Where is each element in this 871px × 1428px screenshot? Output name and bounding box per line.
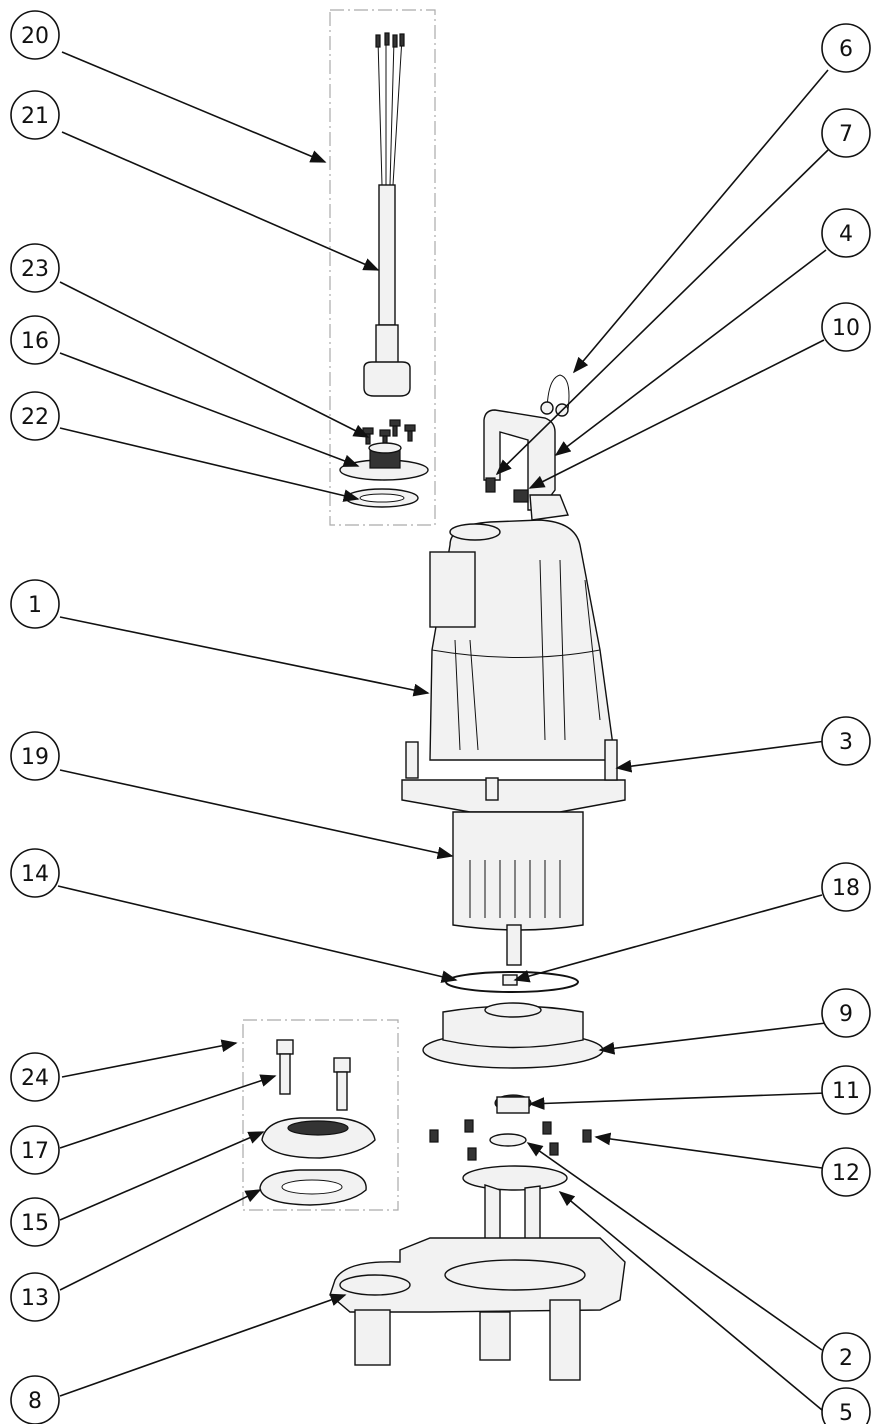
callout-5: 5 <box>821 1387 871 1428</box>
volute-screws <box>429 1119 592 1161</box>
callout-4: 4 <box>821 208 871 258</box>
callout-circle <box>821 302 871 352</box>
shackle <box>540 374 570 417</box>
callout-number: 11 <box>832 1079 860 1104</box>
callout-7: 7 <box>821 108 871 158</box>
callout-16: 16 <box>10 315 60 365</box>
discharge-flange <box>261 1117 376 1159</box>
callout-19: 19 <box>10 731 60 781</box>
callout-12: 12 <box>821 1147 871 1197</box>
callout-circle <box>821 988 871 1038</box>
callout-circle <box>821 108 871 158</box>
callout-circle <box>10 10 60 60</box>
callout-circle <box>10 1125 60 1175</box>
volute <box>329 1237 626 1381</box>
callout-number: 14 <box>21 862 49 887</box>
callout-number: 9 <box>839 1002 853 1027</box>
impeller-key <box>502 974 518 986</box>
handle-nut <box>513 489 529 503</box>
callout-18: 18 <box>821 862 871 912</box>
callout-number: 16 <box>21 329 49 354</box>
lifting-handle <box>483 409 569 521</box>
callout-number: 2 <box>839 1346 853 1371</box>
callout-6: 6 <box>821 23 871 73</box>
callout-number: 7 <box>839 122 853 147</box>
callout-number: 23 <box>21 257 49 282</box>
callout-13: 13 <box>10 1272 60 1322</box>
callout-circle <box>10 391 60 441</box>
handle-bolt <box>485 477 496 493</box>
callout-circle <box>821 716 871 766</box>
cable-kit-box <box>329 9 436 526</box>
callout-circle <box>821 1147 871 1197</box>
callout-number: 5 <box>839 1401 853 1424</box>
shaft-seal <box>494 1094 532 1114</box>
cable-cover-plate <box>339 442 429 481</box>
callout-number: 22 <box>21 405 49 430</box>
callout-circle <box>821 1387 871 1428</box>
callout-2: 2 <box>821 1332 871 1382</box>
callout-11: 11 <box>821 1065 871 1115</box>
cable-wires <box>375 32 405 186</box>
callout-number: 3 <box>839 730 853 755</box>
callout-number: 24 <box>21 1066 49 1091</box>
callout-circle <box>821 862 871 912</box>
callout-3: 3 <box>821 716 871 766</box>
flange-kit-box <box>242 1019 399 1211</box>
callout-circle <box>10 1197 60 1247</box>
motor-flange <box>401 739 626 813</box>
callout-circle <box>10 1272 60 1322</box>
callout-circle <box>821 1065 871 1115</box>
callout-circle <box>821 208 871 258</box>
stator <box>452 811 584 966</box>
callout-number: 19 <box>21 745 49 770</box>
callout-21: 21 <box>10 90 60 140</box>
impeller <box>462 1165 568 1251</box>
callout-23: 23 <box>10 243 60 293</box>
callout-number: 15 <box>21 1211 49 1236</box>
callout-number: 13 <box>21 1286 49 1311</box>
callout-number: 1 <box>28 593 42 618</box>
callout-circle <box>10 1052 60 1102</box>
power-cable <box>363 184 411 397</box>
callout-circle <box>821 23 871 73</box>
callout-22: 22 <box>10 391 60 441</box>
callout-number: 18 <box>832 876 860 901</box>
callout-10: 10 <box>821 302 871 352</box>
leader-lines <box>57 51 829 1411</box>
callout-8: 8 <box>10 1375 60 1425</box>
callout-24: 24 <box>10 1052 60 1102</box>
callout-number: 6 <box>839 37 853 62</box>
callout-circle <box>821 1332 871 1382</box>
callout-14: 14 <box>10 848 60 898</box>
impeller-washer <box>489 1133 527 1147</box>
callout-circle <box>10 90 60 140</box>
callout-circle <box>10 848 60 898</box>
callout-number: 8 <box>28 1389 42 1414</box>
callout-circle <box>10 731 60 781</box>
callout-circle <box>10 315 60 365</box>
callout-number: 20 <box>21 24 49 49</box>
callout-1: 1 <box>10 579 60 629</box>
motor-housing <box>429 519 616 761</box>
cover-screws <box>362 419 416 447</box>
seal-plate <box>422 1002 604 1069</box>
flange-bolts <box>276 1039 351 1111</box>
callout-9: 9 <box>821 988 871 1038</box>
callout-number: 10 <box>832 316 860 341</box>
callout-circle <box>10 243 60 293</box>
callout-number: 12 <box>832 1161 860 1186</box>
callout-circle <box>10 579 60 629</box>
callout-number: 17 <box>21 1139 49 1164</box>
callout-17: 17 <box>10 1125 60 1175</box>
callout-number: 4 <box>839 222 853 247</box>
callout-15: 15 <box>10 1197 60 1247</box>
callout-number: 21 <box>21 104 49 129</box>
callout-20: 20 <box>10 10 60 60</box>
